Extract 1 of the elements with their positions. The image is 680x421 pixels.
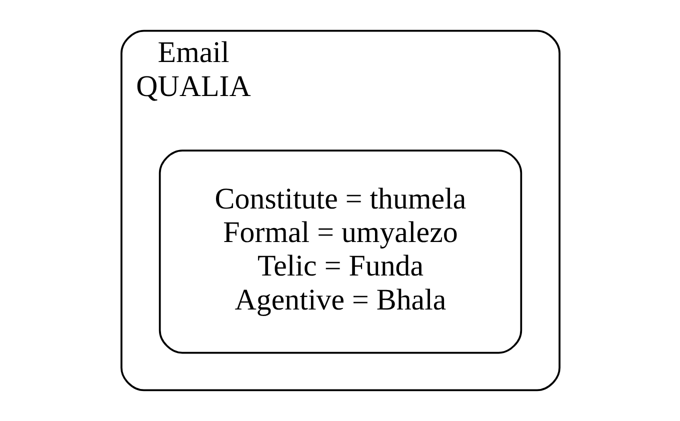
node-box: Constitute = thumela Formal = umyalezo Telic = Funda Agentive = Bhala — [158, 150, 522, 354]
